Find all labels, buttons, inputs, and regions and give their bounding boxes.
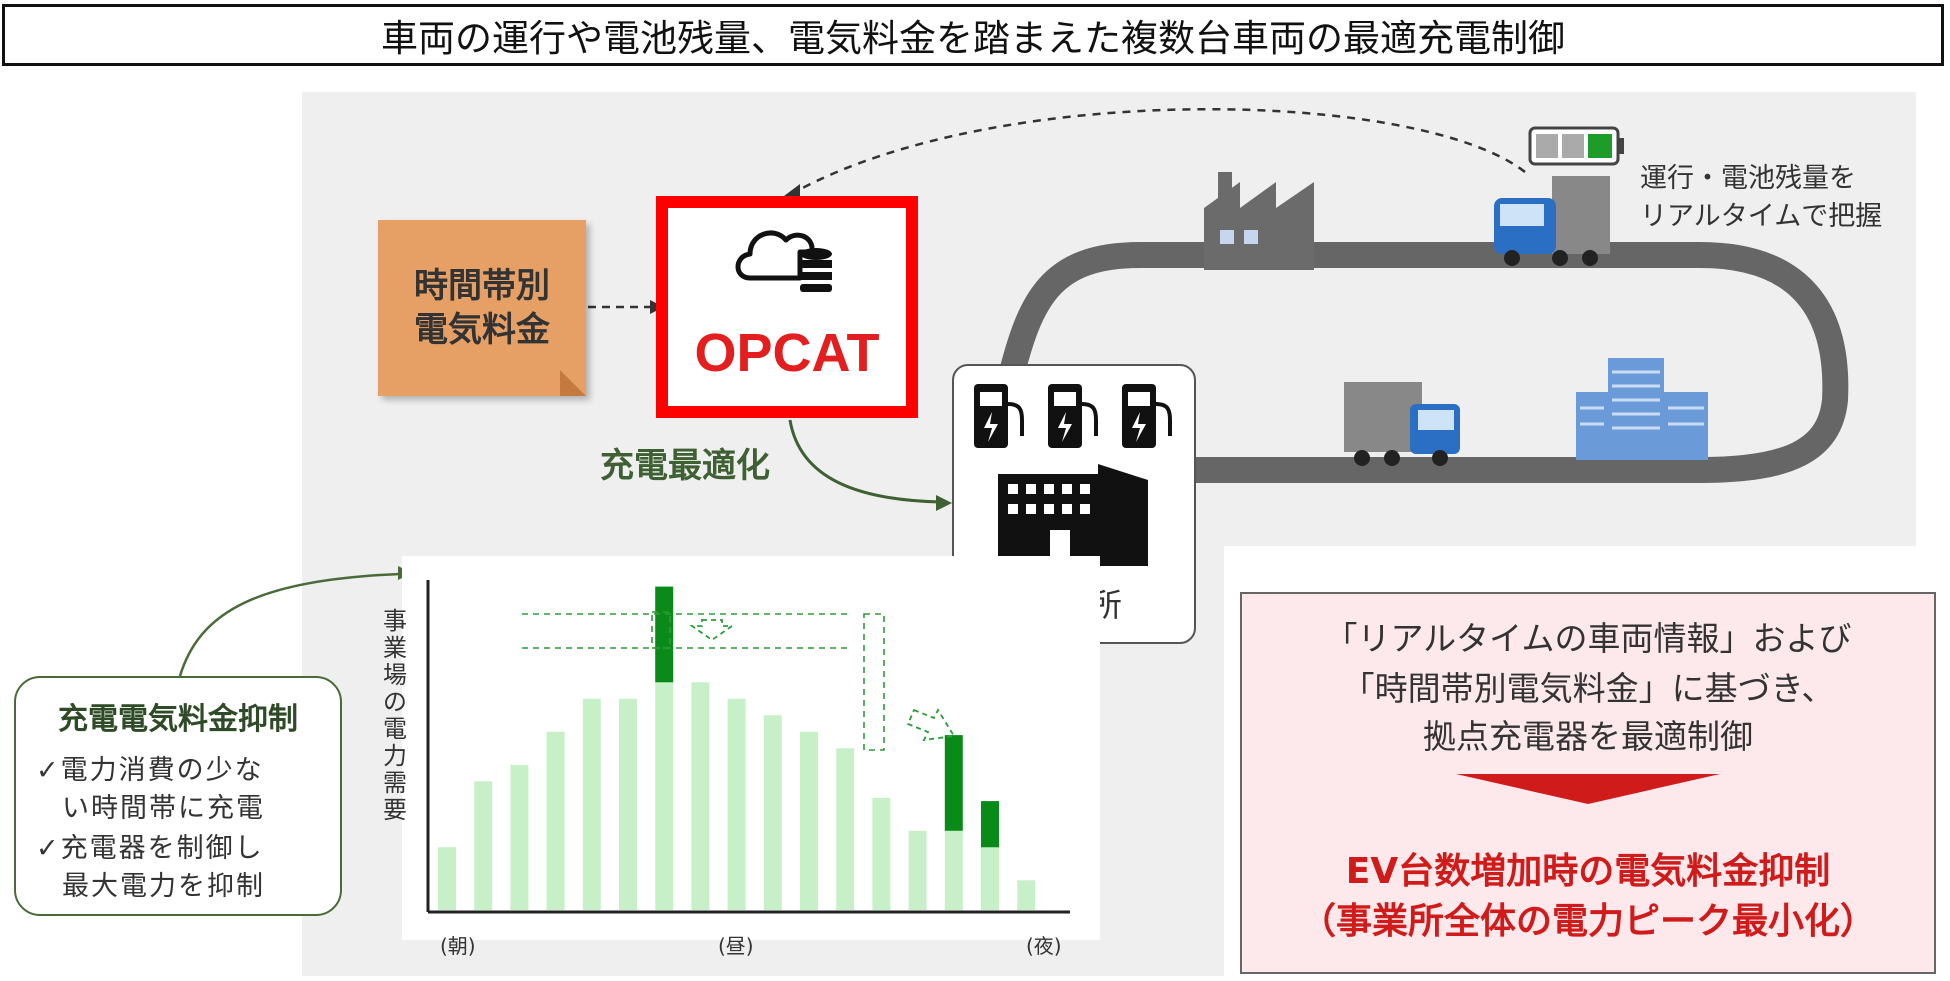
bar-base-9 [763,715,782,910]
bar-base-2 [510,764,529,910]
charger-icon-2 [1048,384,1098,448]
callout-line-4: 最大電力を抑制 [62,871,265,902]
realtime-line-2: リアルタイムで把握 [1640,201,1883,232]
bar-base-8 [727,698,746,910]
bar-base-12 [872,797,891,910]
chart-y-label: 事業場の電力需要 [383,607,407,824]
result-line-2: （事業所全体の電力ピーク最小化） [1299,901,1876,942]
bar-charge-14 [944,735,963,831]
callout-line-2: い時間帯に充電 [62,793,265,824]
summary-line-3: 拠点充電器を最適制御 [1423,717,1753,756]
bar-base-11 [836,748,855,910]
cloud-database-icon [735,230,832,292]
bar-base-13 [908,830,927,910]
callout-box [14,676,342,916]
bar-base-5 [619,698,637,910]
bar-base-7 [691,682,710,910]
tick-morning: (朝) [440,934,476,958]
bar-base-10 [800,731,818,910]
office-building-icon [998,464,1148,566]
opcat-system-box [656,196,918,418]
bar-base-4 [582,698,601,910]
page-title: 車両の運行や電池残量、電気料金を踏まえた複数台車両の最適充電制御 [2,4,1944,66]
power-demand-chart [426,580,1070,914]
building-icon [1576,358,1708,460]
feedback-dashed-arrow [794,107,1526,194]
summary-line-1: 「リアルタイムの車両情報」および [1324,619,1852,658]
callout-line-1: ✓電力消費の少な [36,755,264,786]
truck-icon-top [1494,176,1610,266]
optimize-arrowhead [936,495,952,511]
summary-line-2: 「時間帯別電気料金」に基づき、 [1341,669,1835,708]
bar-base-1 [474,781,493,910]
factory-icon [1204,172,1314,270]
realtime-line-1: 運行・電池残量を [1640,163,1856,194]
note-fold [560,370,586,396]
bar-base-0 [438,847,456,910]
bar-charge-6 [655,586,674,683]
shift-arrow-right [906,708,956,742]
callout-title: 充電電気料金抑制 [58,702,298,737]
bar-base-15 [981,847,999,910]
bar-base-3 [546,731,565,910]
result-line-1: EV台数増加時の電気料金抑制 [1345,851,1831,892]
tick-night: (夜) [1026,934,1062,958]
tariff-line-1: 時間帯別 [414,266,550,306]
realtime-label: 運行・電池残量を リアルタイムで把握 [1640,160,1882,236]
bar-base-16 [1017,880,1036,910]
truck-icon-bottom [1344,382,1460,466]
road-loop [997,242,1849,483]
bar-base-14 [944,830,963,910]
callout-line-3: ✓充電器を制御し [36,833,264,864]
opcat-label: OPCAT [694,323,880,383]
optimize-arrow [788,419,941,504]
office-graphics [974,384,1172,566]
bar-base-6 [655,682,674,910]
tariff-note: 時間帯別 電気料金 [378,220,586,396]
peak-reduction-guides [522,611,885,751]
charger-icon-1 [974,384,1024,448]
tariff-line-2: 電気料金 [414,310,550,350]
tick-noon: (昼) [718,934,754,958]
down-arrow-icon [1456,774,1720,804]
charger-icon-3 [1122,384,1172,448]
callout-arrow [178,572,401,677]
battery-icon [1528,126,1624,166]
bar-charge-15 [981,801,999,848]
shift-arrow-down [689,619,735,642]
optimize-label: 充電最適化 [600,446,770,486]
